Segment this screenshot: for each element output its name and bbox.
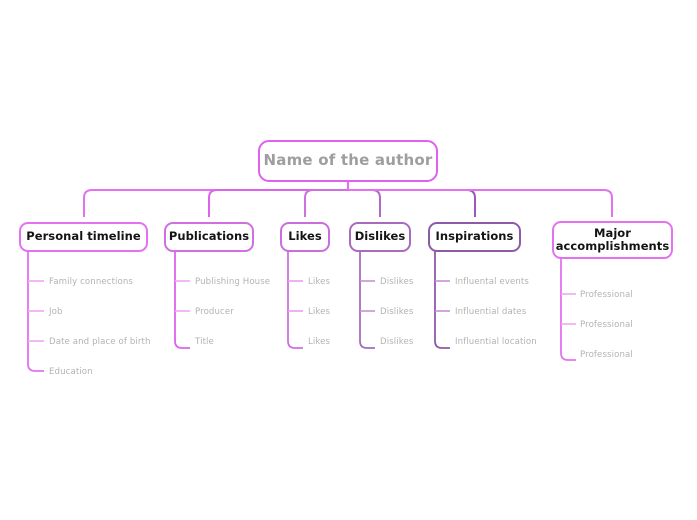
root-node-label: Name of the author — [263, 151, 433, 170]
leaf-publications-3[interactable]: Title — [195, 337, 214, 347]
edge-root-to-personal-timeline — [83, 189, 348, 217]
leaf-inspirations-2[interactable]: Influential dates — [455, 307, 527, 317]
leaf-inspirations-3[interactable]: Influential location — [455, 337, 537, 347]
edge-root-to-likes — [304, 189, 348, 217]
leaf-major-accomplishments-1[interactable]: Professional — [580, 290, 633, 300]
edge-root-to-inspirations — [348, 189, 476, 217]
edge-spine-major-accomplishments — [560, 258, 576, 361]
edge-root-to-publications — [208, 189, 348, 217]
branch-label-personal-timeline: Personal timeline — [26, 229, 141, 244]
leaf-likes-1[interactable]: Likes — [308, 277, 331, 287]
branch-label-dislikes: Dislikes — [354, 229, 406, 244]
leaf-publications-2[interactable]: Producer — [195, 307, 234, 317]
branch-node-publications[interactable]: Publications — [164, 222, 254, 252]
branch-node-major-accomplishments[interactable]: Major accomplishments — [552, 221, 673, 259]
edge-spine-dislikes — [359, 250, 375, 349]
branch-node-inspirations[interactable]: Inspirations — [428, 222, 521, 252]
root-node[interactable]: Name of the author — [258, 140, 438, 182]
leaf-dislikes-1[interactable]: Dislikes — [380, 277, 414, 287]
edge-spine-publications — [174, 250, 190, 349]
leaf-personal-timeline-2[interactable]: Job — [49, 307, 63, 317]
branch-label-likes: Likes — [288, 229, 322, 244]
branch-label-inspirations: Inspirations — [435, 229, 514, 244]
edge-root-to-dislikes — [348, 189, 381, 217]
leaf-personal-timeline-3[interactable]: Date and place of birth — [49, 337, 151, 347]
branch-label-publications: Publications — [168, 229, 250, 244]
branch-node-likes[interactable]: Likes — [280, 222, 330, 252]
edge-spine-likes — [287, 250, 303, 349]
edge-spine-inspirations — [434, 250, 450, 349]
leaf-dislikes-3[interactable]: Dislikes — [380, 337, 414, 347]
leaf-personal-timeline-1[interactable]: Family connections — [49, 277, 134, 287]
leaf-personal-timeline-4[interactable]: Education — [49, 367, 93, 377]
leaf-inspirations-1[interactable]: Influental events — [455, 277, 529, 287]
leaf-publications-1[interactable]: Publishing House — [195, 277, 271, 287]
leaf-dislikes-2[interactable]: Dislikes — [380, 307, 414, 317]
branch-node-personal-timeline[interactable]: Personal timeline — [19, 222, 148, 252]
branch-node-dislikes[interactable]: Dislikes — [349, 222, 411, 252]
branch-label-major-accomplishments: Major accomplishments — [555, 225, 670, 253]
leaf-likes-2[interactable]: Likes — [308, 307, 331, 317]
leaf-major-accomplishments-2[interactable]: Professional — [580, 320, 633, 330]
leaf-major-accomplishments-3[interactable]: Professional — [580, 350, 633, 360]
edge-spine-personal-timeline — [27, 250, 44, 372]
leaf-likes-3[interactable]: Likes — [308, 337, 331, 347]
edge-root-to-major-accomplishments — [348, 189, 613, 217]
